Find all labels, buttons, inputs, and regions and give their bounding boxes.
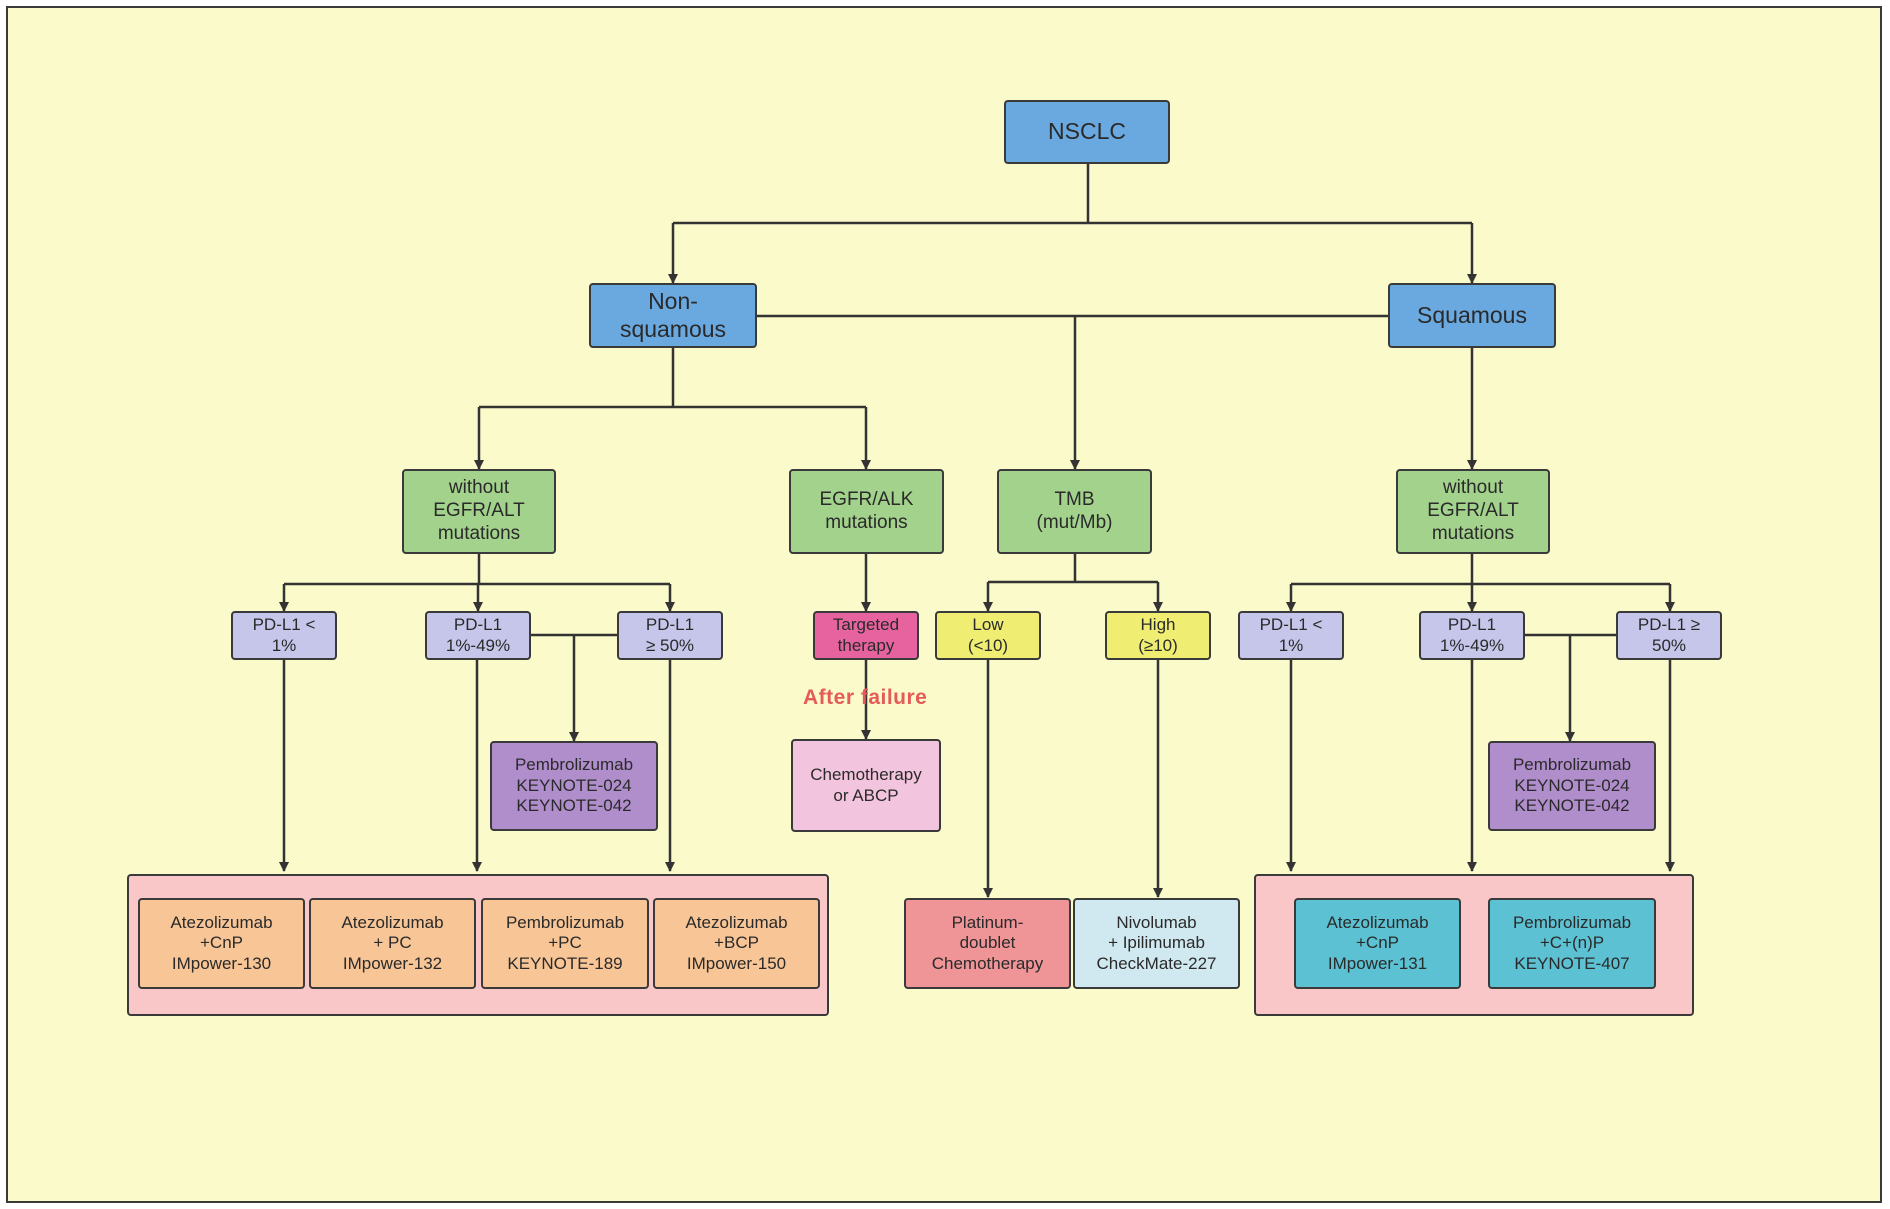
node-ns-pdl1-low: PD-L1 < 1% (231, 611, 337, 660)
node-sq-without-mutations: without EGFR/ALT mutations (1396, 469, 1550, 554)
node-nivolumab-ipilimumab: Nivolumab + Ipilimumab CheckMate-227 (1073, 898, 1240, 989)
node-sq-pdl1-low: PD-L1 < 1% (1238, 611, 1344, 660)
node-tmb-low: Low (<10) (935, 611, 1041, 660)
node-ns-pembrolizumab: Pembrolizumab KEYNOTE-024 KEYNOTE-042 (490, 741, 658, 831)
node-ns-without-mutations: without EGFR/ALT mutations (402, 469, 556, 554)
node-non-squamous: Non- squamous (589, 283, 757, 348)
node-ns-regimen-impower150: Atezolizumab +BCP IMpower-150 (653, 898, 820, 989)
node-sq-pdl1-mid: PD-L1 1%-49% (1419, 611, 1525, 660)
node-egfr-alk-mutations: EGFR/ALK mutations (789, 469, 944, 554)
node-ns-regimen-keynote189: Pembrolizumab +PC KEYNOTE-189 (481, 898, 649, 989)
node-platinum-doublet: Platinum- doublet Chemotherapy (904, 898, 1071, 989)
node-sq-regimen-keynote407: Pembrolizumab +C+(n)P KEYNOTE-407 (1488, 898, 1656, 989)
node-ns-pdl1-high: PD-L1 ≥ 50% (617, 611, 723, 660)
node-sq-regimen-impower131: Atezolizumab +CnP IMpower-131 (1294, 898, 1461, 989)
node-squamous: Squamous (1388, 283, 1556, 348)
node-tmb-high: High (≥10) (1105, 611, 1211, 660)
node-ns-regimen-impower130: Atezolizumab +CnP IMpower-130 (138, 898, 305, 989)
after-failure-label: After failure (803, 686, 928, 709)
node-sq-pembrolizumab: Pembrolizumab KEYNOTE-024 KEYNOTE-042 (1488, 741, 1656, 831)
node-ns-pdl1-mid: PD-L1 1%-49% (425, 611, 531, 660)
node-sq-pdl1-high: PD-L1 ≥ 50% (1616, 611, 1722, 660)
node-nsclc: NSCLC (1004, 100, 1170, 164)
node-chemotherapy-abcp: Chemotherapy or ABCP (791, 739, 941, 832)
node-tmb: TMB (mut/Mb) (997, 469, 1152, 554)
node-ns-regimen-impower132: Atezolizumab + PC IMpower-132 (309, 898, 476, 989)
node-targeted-therapy: Targeted therapy (813, 611, 919, 660)
